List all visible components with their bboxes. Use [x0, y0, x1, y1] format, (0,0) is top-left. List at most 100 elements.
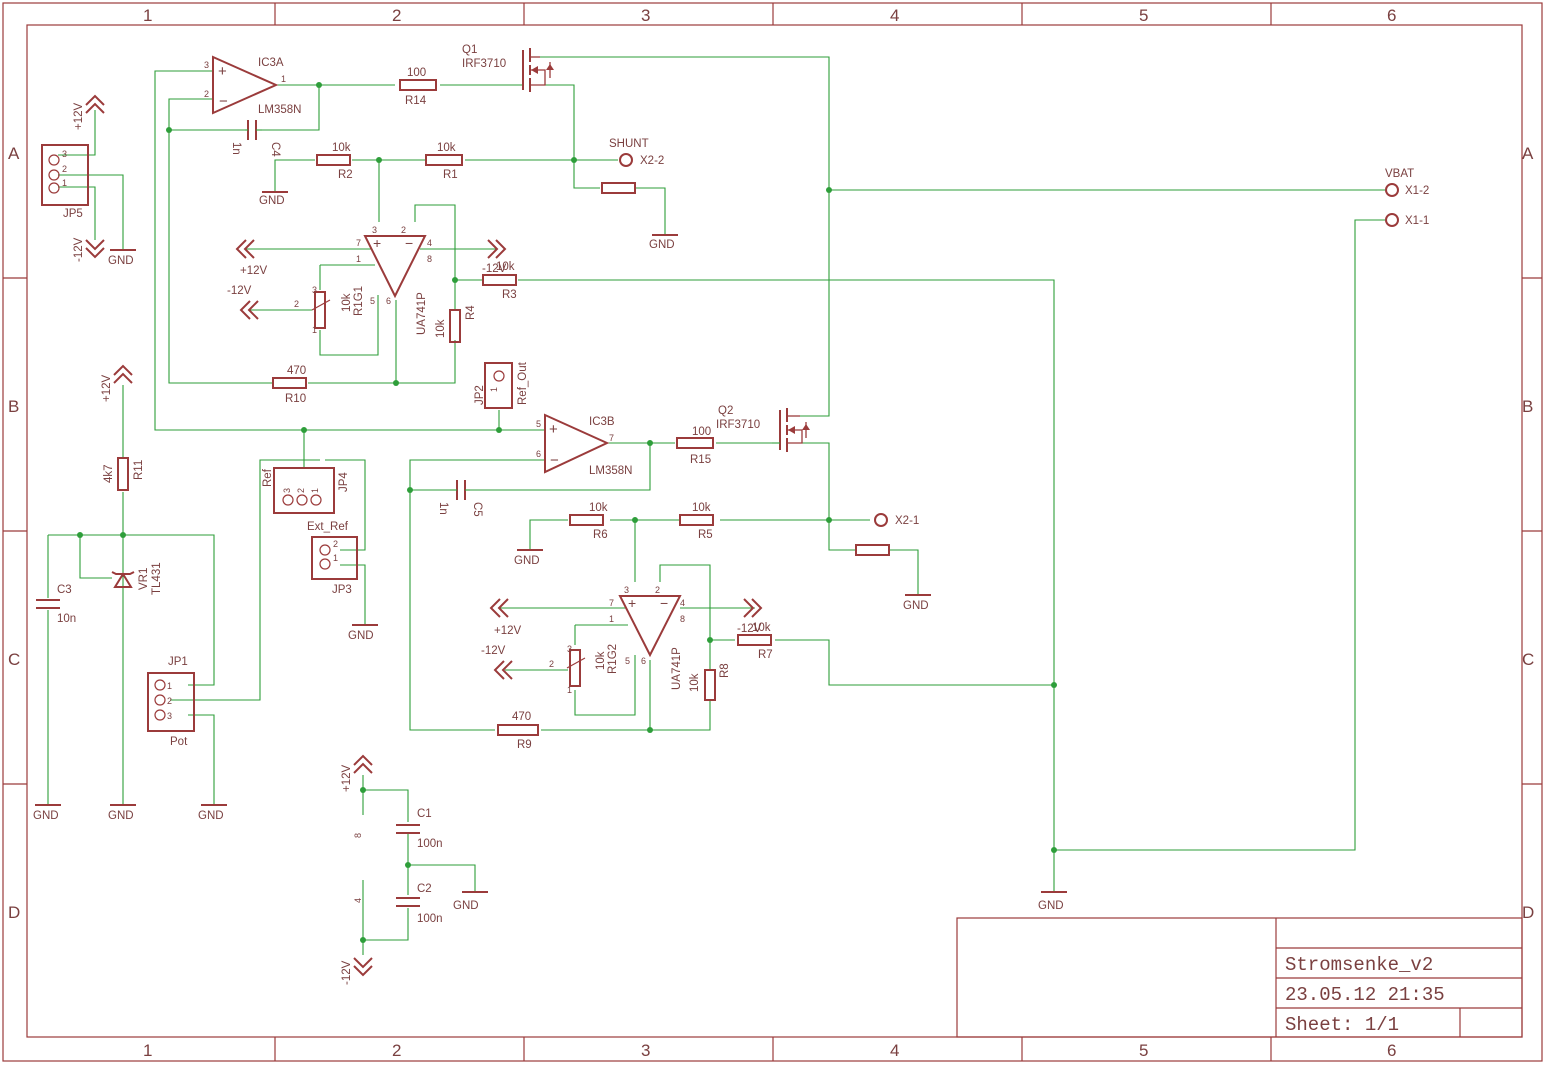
gnd-label-c3: GND	[33, 810, 59, 822]
r10-value: 470	[287, 365, 306, 377]
jp3-pin2: 2	[333, 539, 338, 549]
r9-value: 470	[512, 711, 531, 723]
terminal-x1-1[interactable]: X1-1	[1385, 213, 1429, 227]
c3-name: C3	[57, 584, 72, 596]
connector-jp1[interactable]: 1 2 3 JP1 Pot	[147, 656, 195, 748]
r8-value: 10k	[689, 673, 701, 692]
r10-name: R10	[285, 393, 306, 405]
svg-text:+: +	[549, 421, 558, 438]
grid-col-3-top: 3	[641, 6, 650, 25]
ua1-pin3: 3	[372, 225, 377, 235]
q1-name: Q1	[462, 44, 477, 56]
c1-value: 100n	[417, 838, 443, 850]
ua1-pin5: 5	[370, 296, 375, 306]
capacitor-c5: C5 1n	[437, 480, 483, 517]
ua2-pin5: 5	[625, 656, 630, 666]
dec-neg-label: -12V	[341, 960, 353, 985]
jp4-pin3: 3	[282, 488, 292, 493]
gnd-label-jp5: GND	[108, 255, 134, 267]
jp4-name: JP4	[338, 472, 350, 492]
ic3b-pin7: 7	[609, 433, 614, 443]
ua1-pin7: 7	[356, 238, 361, 248]
r1g1-value: 10k	[341, 293, 353, 312]
ic3a-pin1: 1	[281, 74, 286, 84]
c2-value: 100n	[417, 913, 443, 925]
grid-row-d-left: D	[8, 903, 20, 922]
jp1-pin3: 3	[167, 711, 172, 721]
connector-jp3[interactable]: 2 1 Ext_Ref JP3	[307, 521, 358, 596]
jp3-pin1: 1	[333, 553, 338, 563]
ua2-value: UA741P	[671, 647, 683, 690]
resistor-r14: 100 R14	[399, 67, 437, 107]
r15-value: 100	[692, 426, 711, 438]
title-name: Stromsenke_v2	[1285, 954, 1433, 976]
supply-pin8-label: 8	[353, 833, 363, 838]
junction-dots	[77, 82, 1057, 943]
c2-name: C2	[417, 883, 432, 895]
r3-name: R3	[502, 289, 517, 301]
r11-pos-label: +12V	[101, 374, 113, 402]
resistor-r2: 10k R2	[316, 142, 353, 181]
c4-value: 1n	[230, 142, 242, 155]
jp4-pin1: 1	[310, 488, 320, 493]
connector-jp4[interactable]: 3 2 1 Ref JP4	[262, 467, 350, 514]
ua2-pos-label: +12V	[494, 625, 522, 637]
resistor-r3: 10k R3	[482, 261, 517, 301]
r9-name: R9	[517, 739, 532, 751]
jp3-name: JP3	[332, 584, 352, 596]
terminal-x2-2[interactable]: SHUNT X2-2	[609, 138, 664, 167]
ua1-pin1: 1	[356, 254, 361, 264]
jp5-pin2: 2	[62, 164, 67, 174]
grid-row-d-right: D	[1522, 903, 1534, 922]
title-sheet: Sheet: 1/1	[1285, 1014, 1399, 1036]
grid-row-a-right: A	[1522, 144, 1534, 163]
connector-jp5[interactable]: 3 2 1 JP5	[41, 144, 89, 220]
resistor-shunt-2	[855, 544, 890, 556]
r11-name: R11	[133, 460, 145, 480]
jp5-pin3: 3	[62, 149, 67, 159]
zener-vr1: VR1 TL431	[111, 562, 163, 595]
svg-text:−: −	[405, 235, 413, 251]
ua1-neg-label: -12V	[227, 285, 252, 297]
x1-1-label: X1-1	[1405, 215, 1429, 227]
r11-value: 4k7	[103, 464, 115, 483]
connector-jp2[interactable]: 1 JP2 Ref_Out	[474, 361, 529, 409]
jp3-label: Ext_Ref	[307, 521, 349, 533]
svg-text:2: 2	[294, 299, 299, 309]
gnd-label-jp1: GND	[198, 810, 224, 822]
grid-col-3-bottom: 3	[641, 1041, 650, 1060]
r14-name: R14	[405, 95, 427, 107]
shunt-label: SHUNT	[609, 138, 649, 150]
svg-text:−: −	[660, 595, 668, 611]
ua1-pin2: 2	[401, 225, 406, 235]
wires	[47, 56, 1385, 955]
grid-col-6-top: 6	[1387, 6, 1396, 25]
svg-text:+: +	[628, 595, 636, 611]
opamp-ic3a: + − IC3A LM358N 3 2 1	[204, 55, 301, 116]
supply-symbols	[85, 94, 763, 977]
gnd-label-vr1: GND	[108, 810, 134, 822]
ua2-pin3: 3	[624, 585, 629, 595]
terminal-x2-1[interactable]: X2-1	[874, 513, 919, 527]
svg-text:+: +	[218, 63, 227, 80]
r1g2-value: 10k	[595, 651, 607, 670]
ua2-pin2: 2	[655, 585, 660, 595]
grid-col-4-top: 4	[890, 6, 899, 25]
ua1-pin6: 6	[386, 296, 391, 306]
jp1-label: Pot	[170, 736, 188, 748]
terminal-x1-2[interactable]: VBAT X1-2	[1385, 168, 1429, 197]
r2-value: 10k	[332, 142, 351, 154]
gnd-label-shunt: GND	[649, 239, 675, 251]
q1-value: IRF3710	[462, 58, 506, 70]
capacitor-c4: C4 1n	[230, 120, 281, 157]
grid-col-4-bottom: 4	[890, 1041, 899, 1060]
r3-value: 10k	[496, 261, 515, 273]
trimpot-r1g2: 2 3 1 10k R1G2	[549, 644, 619, 695]
opamp-ua741-2: + − UA741P 3 2 7 4 1 8 5 6	[609, 585, 685, 690]
ua2-pin1: 1	[609, 614, 614, 624]
title-date: 23.05.12 21:35	[1285, 984, 1445, 1006]
r6-value: 10k	[589, 502, 608, 514]
grid-row-a-left: A	[8, 144, 20, 163]
ic3b-name: IC3B	[589, 416, 615, 428]
resistor-r8: 10k R8	[689, 663, 731, 701]
